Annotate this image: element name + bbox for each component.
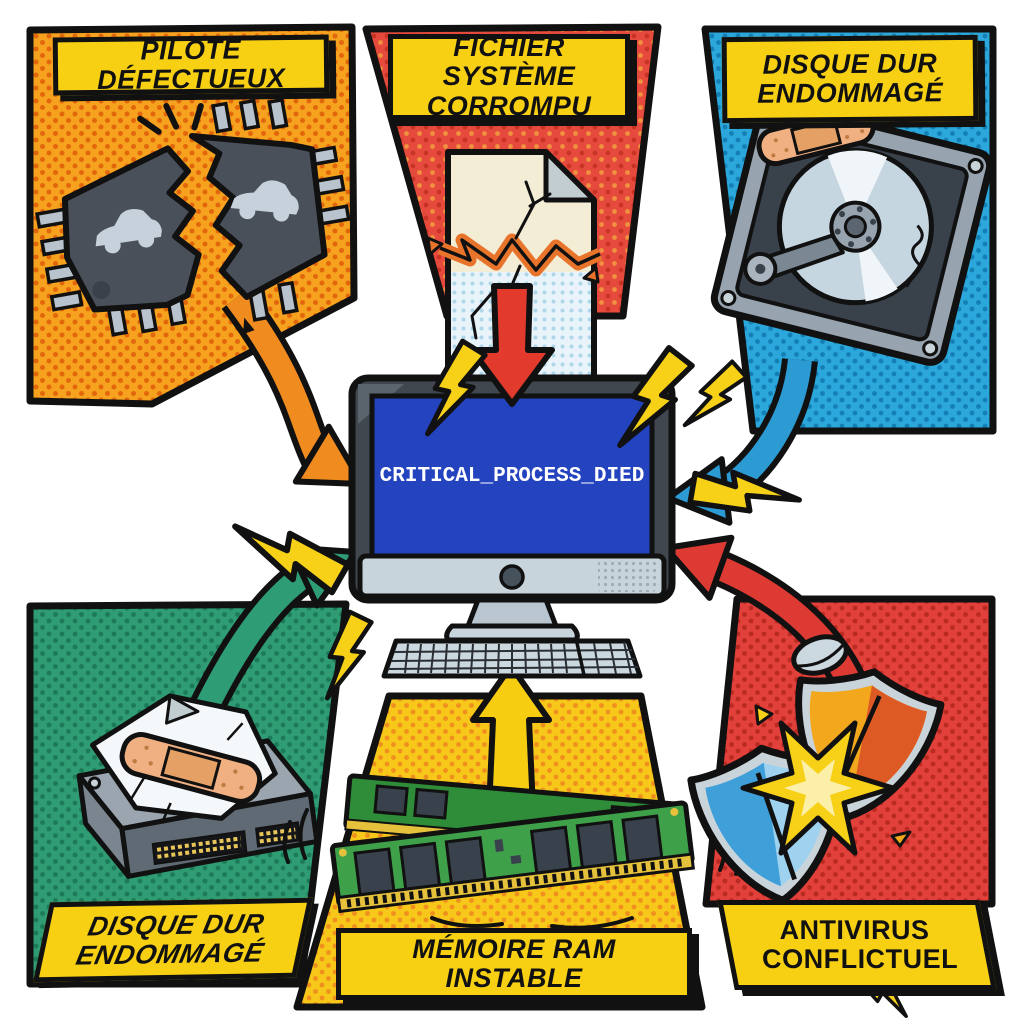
- panel-label-disque-dur-haut: DISQUE DUR ENDOMMAGÉ: [721, 34, 979, 124]
- arrow-fichier-to-monitor: [469, 283, 555, 407]
- keyboard: [381, 638, 643, 679]
- broken-chip-icon: [35, 97, 351, 337]
- panel-label-pilote-defectueux: PILOTE DÉFECTUEUX: [52, 34, 330, 96]
- panel-label-antivirus: ANTIVIRUS CONFLICTUEL: [717, 900, 997, 990]
- monitor-stand: [444, 597, 580, 643]
- clashing-shields-icon: [687, 668, 945, 905]
- monitor-chin: [357, 553, 667, 599]
- unstable-ram-icon: [282, 773, 742, 930]
- arrow-pilote-to-monitor: [221, 287, 365, 487]
- panel-label-disque-dur-bas: DISQUE DUR ENDOMMAGÉ: [32, 897, 314, 983]
- bsod-error-text: CRITICAL_PROCESS_DIED: [379, 464, 645, 488]
- desktop-monitor: [348, 374, 676, 643]
- damaged-hard-drive-icon: [710, 98, 994, 366]
- mouse: [791, 634, 849, 676]
- panel-label-memoire-ram: MÉMOIRE RAM INSTABLE: [336, 928, 692, 1000]
- panel-label-fichier-systeme: FICHIER SYSTÈME CORROMPU: [388, 33, 630, 120]
